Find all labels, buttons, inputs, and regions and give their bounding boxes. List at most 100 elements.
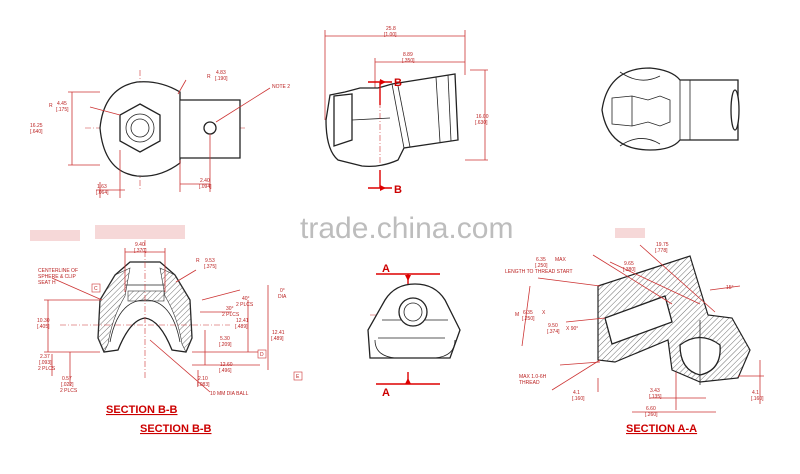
aa-csk-inch: [.374]: [547, 329, 560, 335]
bb-w-inch: [.370]: [134, 248, 147, 254]
caption-section-bb-1: SECTION B-B: [106, 404, 178, 416]
aa-b4-inch: [.160]: [751, 396, 764, 402]
bb-left-b2-value: 0.57: [62, 376, 72, 382]
tm-w-inch: [1.00]: [384, 32, 397, 38]
bb-angle-2-note: 2 PLCS: [222, 312, 240, 318]
aa-top-inch: [.250]: [535, 263, 548, 269]
tm-w2-value: 8.89: [403, 52, 413, 58]
aa-top-max: MAX: [555, 257, 567, 263]
bb-r-value: 9.53: [205, 258, 215, 264]
bb-centerline-note-2: SPHERE & CLIP: [38, 274, 76, 280]
bb-angle-3-note: DIA: [278, 294, 287, 300]
tl-r-label: R: [49, 103, 53, 109]
view-section-bb: C D E 9.40 [.370] R 9.53 [.375] CENTERLI…: [37, 240, 303, 435]
bb-mid-h-inch: [.489]: [235, 324, 248, 330]
aa-b1-value: 4.1: [573, 390, 580, 396]
tl-note: NOTE 2: [272, 84, 290, 90]
blurred-stamp-left: [30, 230, 80, 241]
datum-d-label: D: [260, 352, 264, 358]
datum-e-label: E: [296, 374, 300, 380]
tl-bot2-inch: [.094]: [199, 184, 212, 190]
aa-w2-value: 9.65: [624, 261, 634, 267]
aa-top-note: LENGTH TO THREAD START: [505, 269, 573, 275]
aa-b4-value: 4.1: [752, 390, 759, 396]
caption-section-bb-2: SECTION B-B: [140, 423, 212, 435]
tl-r2-label: R: [207, 74, 211, 80]
bb-mid-h2-value: 5.30: [220, 336, 230, 342]
aa-b1-inch: [.160]: [572, 396, 585, 402]
aa-top-value: 6.35: [536, 257, 546, 263]
tl-r-inch: [.175]: [56, 107, 69, 113]
aa-angle: 15°: [726, 285, 734, 291]
aa-thread-note-1: MAX 1.0-6H: [519, 374, 547, 380]
view-end-a: A A: [367, 263, 461, 399]
bb-angle-2: 30°: [226, 306, 234, 312]
view-section-aa: 6.35 MAX [.250] LENGTH TO THREAD START 9…: [505, 242, 764, 435]
bb-right-h-value: 12.41: [272, 330, 285, 336]
bb-left-b2-inch: [.022]: [61, 382, 74, 388]
bb-left-b1-inch: [.093]: [39, 360, 52, 366]
section-b-top-marker: B: [394, 77, 402, 89]
bb-angle-1-note: 2 PLCS: [236, 302, 254, 308]
aa-thread-inch: [.250]: [522, 316, 535, 322]
watermark: trade.china.com: [300, 212, 513, 245]
aa-w3-value: 19.75: [656, 242, 669, 248]
view-top-right: [601, 67, 740, 151]
bb-left-h-value: 10.30: [37, 318, 50, 324]
tl-r-value: 4.45: [57, 101, 67, 107]
tm-w-value: 25.8: [386, 26, 396, 32]
tl-bot2-value: 2.40: [200, 178, 210, 184]
aa-thread-note-2: THREAD: [519, 380, 540, 386]
view-top-middle: B B 25.8 [1.00] 8.89 [.350] 16.00 [.630]: [324, 26, 489, 196]
bb-left-h-inch: [.405]: [37, 324, 50, 330]
aa-b2-inch: [.135]: [649, 394, 662, 400]
aa-b2-value: 3.43: [650, 388, 660, 394]
tm-h-value: 16.00: [476, 114, 489, 120]
bb-right-h-inch: [.489]: [271, 336, 284, 342]
bb-angle-3: 0°: [280, 288, 285, 294]
tl-h-inch: [.640]: [30, 129, 43, 135]
bb-left-b1-value: 2.37: [40, 354, 50, 360]
bb-ball-note: 10 MM DIA BALL: [210, 391, 249, 397]
bb-r-label: R: [196, 258, 200, 264]
datum-c-label: C: [94, 286, 98, 292]
datum-box-d: [257, 349, 267, 359]
bb-angle-1: 40°: [242, 296, 250, 302]
bb-w-value: 9.40: [135, 242, 145, 248]
aa-thread-value: 6.35: [523, 310, 533, 316]
tm-h-inch: [.630]: [475, 120, 488, 126]
aa-x-label: X: [542, 310, 546, 316]
blurred-stamp-mid: [95, 225, 185, 239]
tm-w2-inch: [.350]: [402, 58, 415, 64]
bb-centerline-note-1: CENTERLINE OF: [38, 268, 78, 274]
section-a-top-marker: A: [382, 263, 390, 275]
aa-w3-inch: [.778]: [655, 248, 668, 254]
bb-bottom2-value: 12.60: [220, 362, 233, 368]
aa-csk-value: 9.50: [548, 323, 558, 329]
bb-mid-h2-inch: [.209]: [219, 342, 232, 348]
datum-box-c: [91, 283, 101, 293]
bb-mid-h-value: 12.41: [236, 318, 249, 324]
section-b-bottom-marker: B: [394, 184, 402, 196]
aa-csk-note: X 90°: [566, 326, 578, 332]
bb-bottom2-inch: [.496]: [219, 368, 232, 374]
bb-bottom-inch: [.083]: [197, 382, 210, 388]
tl-bot1-inch: [.064]: [96, 190, 109, 196]
bb-left-b1-note: 2 PLCS: [38, 366, 56, 372]
section-a-bottom-marker: A: [382, 387, 390, 399]
aa-b3-value: 6.60: [646, 406, 656, 412]
caption-section-aa: SECTION A-A: [626, 423, 697, 435]
tl-r2-inch: [.190]: [215, 76, 228, 82]
bb-bottom-value: 2.10: [198, 376, 208, 382]
tl-bot1-value: 1.63: [97, 184, 107, 190]
view-top-left: R 4.45 [.175] 16.25 [.640] R 4.83 [.190]…: [30, 70, 290, 198]
aa-w2-inch: [.380]: [623, 267, 636, 273]
bb-centerline-note-3: SEAT H: [38, 280, 56, 286]
tl-h-value: 16.25: [30, 123, 43, 129]
datum-box-e: [293, 371, 303, 381]
aa-b3-inch: [.260]: [645, 412, 658, 418]
aa-thread-label: M: [515, 312, 519, 318]
blurred-stamp-right: [615, 228, 645, 238]
tl-r2-value: 4.83: [216, 70, 226, 76]
